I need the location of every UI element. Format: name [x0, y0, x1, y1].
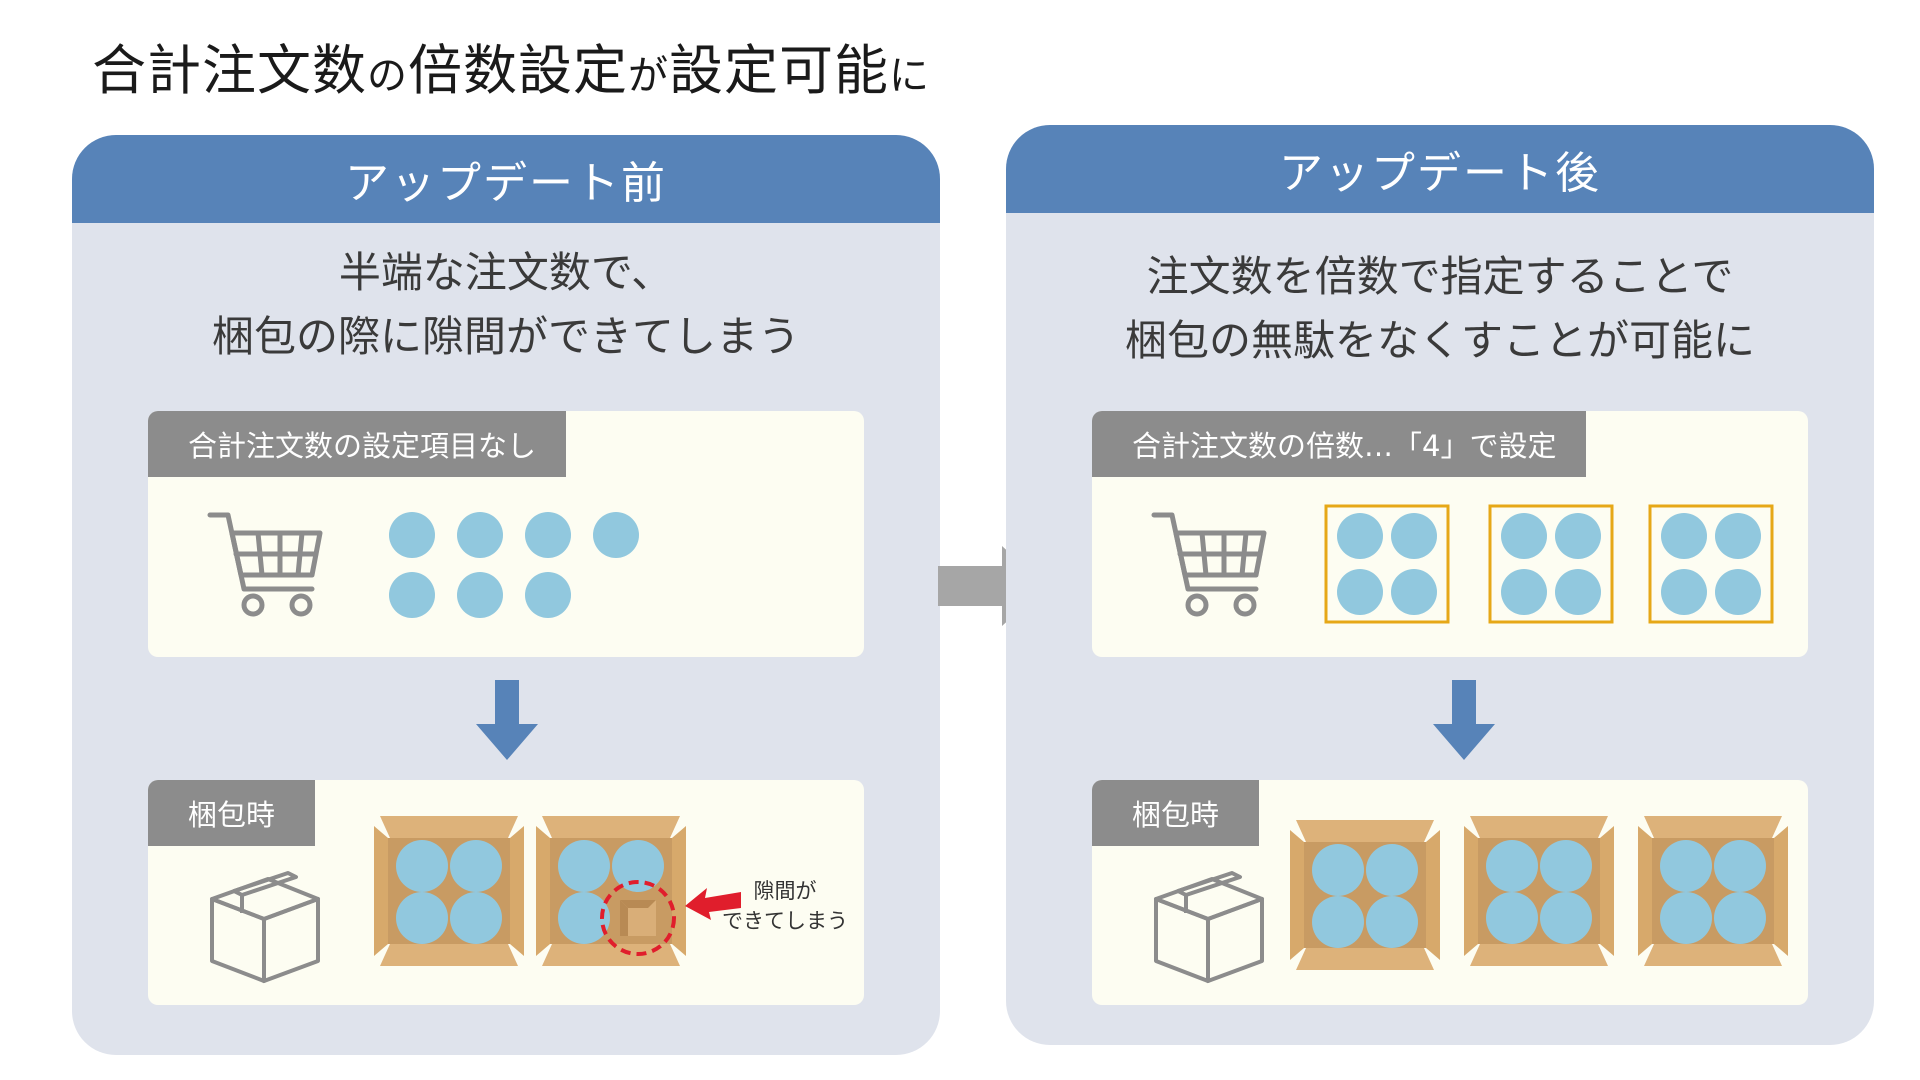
before-header: アップデート前: [72, 135, 940, 223]
before-desc-line2: 梱包の際に隙間ができてしまう: [211, 312, 800, 361]
package-icon: [1154, 871, 1264, 983]
before-desc-line1: 半端な注文数で、: [338, 248, 674, 297]
before-order-tag: 合計注文数の設定項目なし: [148, 411, 567, 477]
title-part1: 合計注文数: [92, 39, 367, 102]
pointer-arrow-icon: [685, 888, 741, 920]
cardboard-box-icon: [374, 816, 524, 966]
before-panel: アップデート前 半端な注文数で、 梱包の際に隙間ができてしまう 合計注文数の設定…: [72, 135, 940, 1055]
after-pack-tag: 梱包時: [1092, 780, 1260, 846]
before-pack-card: 梱包時: [148, 780, 864, 1005]
down-arrow-icon: [1433, 680, 1495, 760]
item-ball: [457, 572, 503, 618]
empty-slot: [620, 900, 656, 936]
item-ball: [389, 572, 435, 618]
after-panel: アップデート後 注文数を倍数で指定することで 梱包の無駄をなくすことが可能に 合…: [1006, 125, 1874, 1045]
item-ball: [457, 512, 503, 558]
after-description: 注文数を倍数で指定することで 梱包の無駄をなくすことが可能に: [1006, 245, 1874, 373]
cart-icon: [1151, 512, 1267, 617]
gap-highlight: [600, 880, 676, 956]
down-arrow-icon: [476, 680, 538, 760]
before-order-card: 合計注文数の設定項目なし: [148, 411, 864, 657]
gap-label-line2: できてしまう: [722, 909, 848, 933]
title-part4: が: [628, 53, 669, 99]
after-desc-line2: 梱包の無駄をなくすことが可能に: [1124, 316, 1755, 365]
item-ball: [389, 512, 435, 558]
before-description: 半端な注文数で、 梱包の際に隙間ができてしまう: [72, 241, 940, 369]
gap-label: 隙間が できてしまう: [722, 876, 848, 936]
cardboard-box-icon: [1464, 816, 1614, 966]
title-part6: に: [889, 53, 930, 99]
cardboard-box-icon: [536, 816, 686, 966]
title-part2: の: [367, 53, 408, 99]
item-group-of-four: [1488, 504, 1614, 624]
item-ball: [593, 512, 639, 558]
cardboard-box-icon: [1638, 816, 1788, 966]
title-part5: 設定可能: [669, 39, 889, 102]
before-pack-tag: 梱包時: [148, 780, 316, 846]
after-order-tag: 合計注文数の倍数…「4」で設定: [1092, 411, 1587, 477]
gap-label-line1: 隙間が: [753, 879, 817, 903]
loose-items: [389, 512, 639, 618]
item-group-of-four: [1324, 504, 1450, 624]
after-pack-card: 梱包時: [1092, 780, 1808, 1005]
page-title: 合計注文数の倍数設定が設定可能に: [92, 26, 930, 105]
item-ball: [525, 512, 571, 558]
after-header: アップデート後: [1006, 125, 1874, 213]
title-part3: 倍数設定: [408, 39, 628, 102]
package-icon: [210, 871, 320, 983]
cardboard-box-icon: [1290, 820, 1440, 970]
item-group-of-four: [1648, 504, 1774, 624]
after-desc-line1: 注文数を倍数で指定することで: [1146, 252, 1734, 301]
cart-icon: [207, 512, 323, 617]
item-ball: [525, 572, 571, 618]
after-order-card: 合計注文数の倍数…「4」で設定: [1092, 411, 1808, 657]
